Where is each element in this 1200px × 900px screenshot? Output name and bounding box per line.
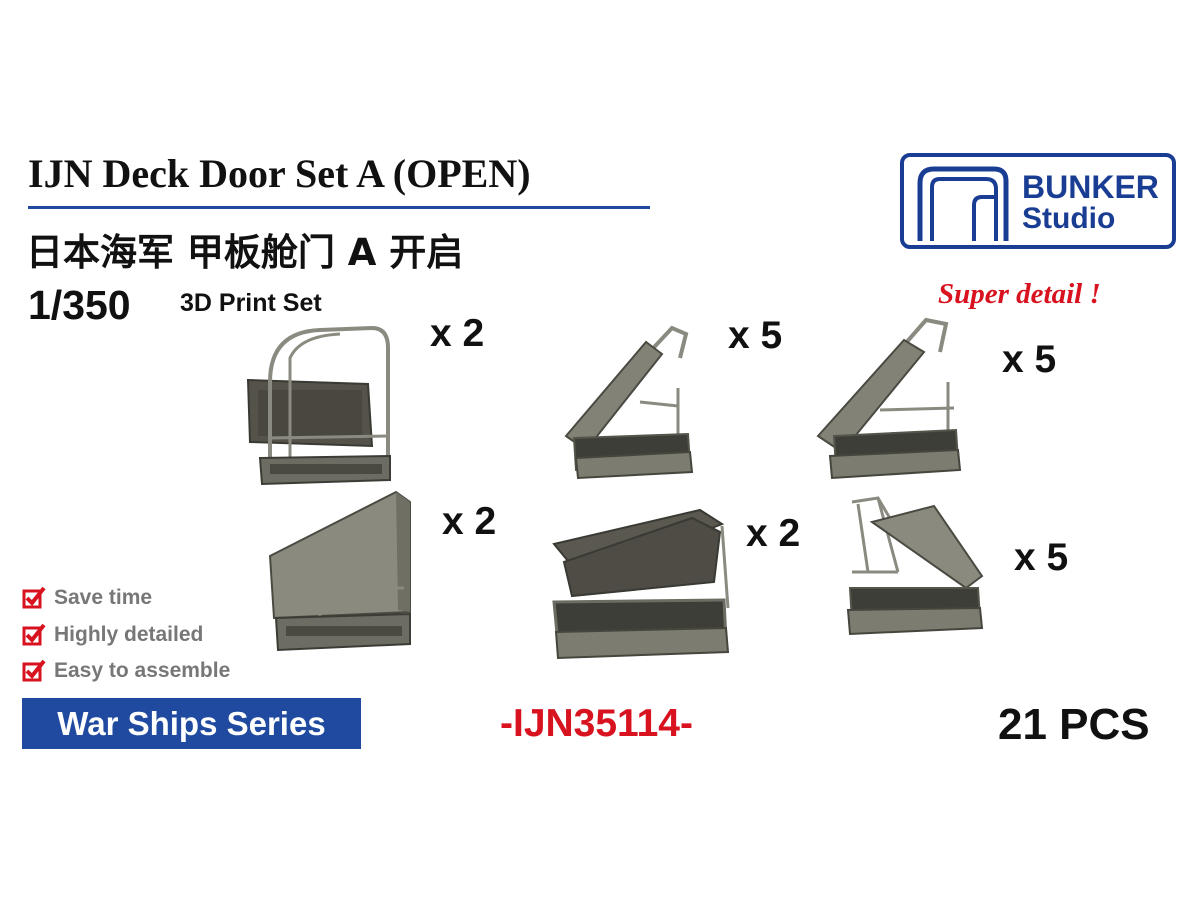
deck-door-part-5 [542, 504, 742, 666]
tagline: Super detail ! [938, 278, 1101, 310]
product-title: IJN Deck Door Set A (OPEN) [28, 151, 531, 196]
feature-highly-detailed: Highly detailed [22, 623, 203, 647]
feature-easy-to-assemble: Easy to assemble [22, 659, 230, 683]
title-underline [28, 206, 650, 209]
checkbox-checked-icon [22, 659, 46, 682]
quantity-label-1: x 2 [430, 312, 485, 355]
deck-door-part-6 [838, 492, 988, 644]
quantity-label-3: x 5 [1002, 338, 1057, 381]
deck-door-part-1 [240, 318, 400, 490]
scale-label: 1/350 [28, 282, 131, 328]
product-title-chinese: 日本海军 甲板舱门 A 开启 [26, 231, 464, 274]
feature-label: Save time [54, 586, 153, 609]
bunker-building-icon [917, 166, 1009, 241]
bunker-studio-logo: BUNKER Studio [900, 153, 1176, 249]
feature-label: Easy to assemble [54, 659, 231, 682]
checkbox-checked-icon [22, 623, 46, 646]
checkbox-checked-icon [22, 586, 46, 609]
quantity-label-5: x 2 [746, 512, 801, 555]
print-type-label: 3D Print Set [180, 289, 322, 317]
quantity-label-6: x 5 [1014, 536, 1069, 579]
feature-label: Highly detailed [54, 623, 204, 646]
deck-door-part-3 [808, 312, 970, 488]
piece-count: 21 PCS [998, 700, 1150, 749]
brand-subname: Studio [1022, 202, 1116, 235]
series-badge: War Ships Series [22, 698, 361, 749]
deck-door-part-2 [552, 318, 702, 490]
deck-door-part-4 [260, 486, 416, 666]
product-code: -IJN35114- [500, 702, 693, 745]
brand-name: BUNKER [1022, 169, 1159, 205]
quantity-label-2: x 5 [728, 314, 783, 357]
quantity-label-4: x 2 [442, 500, 497, 543]
feature-save-time: Save time [22, 586, 152, 610]
